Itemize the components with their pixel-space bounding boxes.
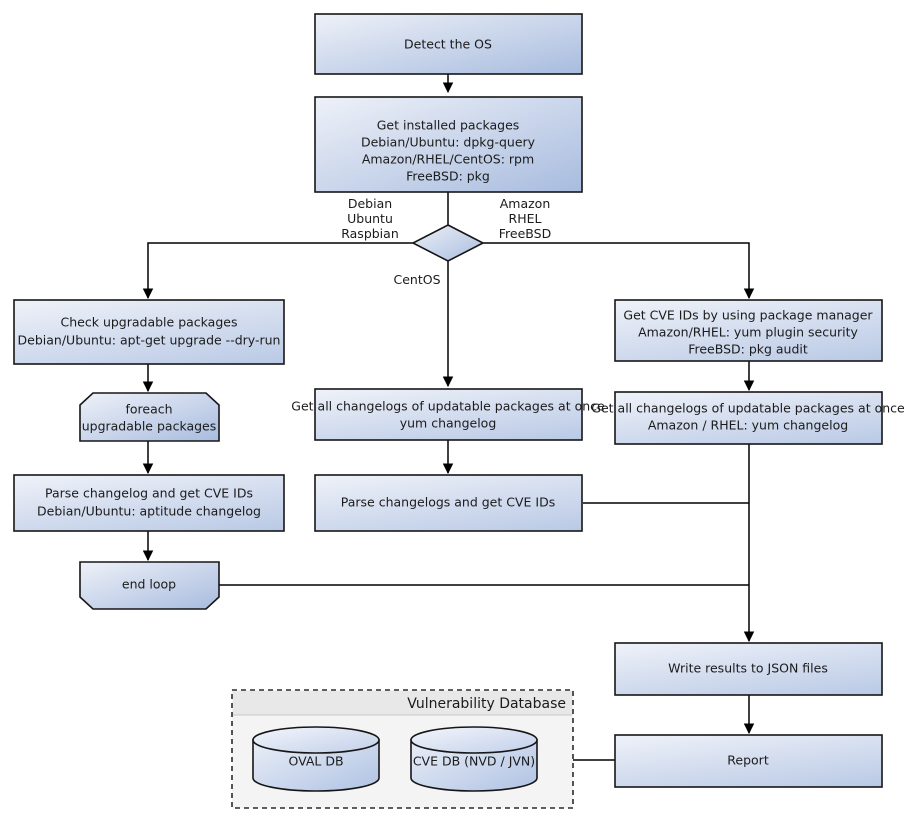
node-parse-changelog-left-line-1: Parse changelog and get CVE IDs bbox=[45, 486, 253, 501]
node-write-results-shape bbox=[614, 642, 883, 696]
node-get-changelogs-center-shape bbox=[314, 388, 583, 441]
node-detect-os-label: Detect the OS bbox=[404, 37, 492, 52]
connector-decision-to-right bbox=[482, 242, 755, 300]
node-os-decision[interactable] bbox=[411, 224, 485, 262]
node-get-cve-ids-right-line-1: Get CVE IDs by using package manager bbox=[623, 308, 873, 323]
node-os-decision-shape bbox=[411, 224, 485, 262]
node-parse-changelogs-center-shape bbox=[314, 474, 583, 532]
branch-label-right-3: FreeBSD bbox=[499, 226, 551, 241]
database-oval-db[interactable]: OVAL DB bbox=[252, 726, 380, 792]
branch-label-left-3: Raspbian bbox=[341, 226, 399, 241]
node-report-label: Report bbox=[727, 753, 769, 768]
node-detect-os-shape bbox=[314, 13, 583, 75]
branch-label-center-1: CentOS bbox=[393, 272, 440, 287]
node-check-upgradable-line-1: Check upgradable packages bbox=[61, 315, 238, 330]
connector-decision-to-left bbox=[142, 242, 414, 300]
node-end-loop-shape bbox=[79, 561, 220, 610]
node-get-cve-ids-right-line-2: Amazon/RHEL: yum plugin security bbox=[638, 325, 858, 340]
branch-labels: Debian Ubuntu Raspbian Amazon RHEL FreeB… bbox=[341, 196, 551, 287]
node-get-cve-ids-right-line-3: FreeBSD: pkg audit bbox=[688, 342, 808, 357]
database-cve-db-top bbox=[410, 726, 538, 754]
node-get-installed-packages[interactable]: Get installed packages Debian/Ubuntu: dp… bbox=[314, 96, 583, 193]
node-detect-os[interactable]: Detect the OS bbox=[314, 13, 583, 75]
database-cve-db-label: CVE DB (NVD / JVN) bbox=[413, 754, 535, 769]
node-get-changelogs-right-shape bbox=[614, 391, 883, 445]
branch-label-left-1: Debian bbox=[348, 196, 392, 211]
node-parse-changelogs-center-label: Parse changelogs and get CVE IDs bbox=[341, 495, 555, 510]
branch-label-right-2: RHEL bbox=[509, 211, 542, 226]
node-check-upgradable-line-2: Debian/Ubuntu: apt-get upgrade --dry-run bbox=[18, 333, 281, 348]
branch-label-left-2: Ubuntu bbox=[347, 211, 393, 226]
database-oval-db-body bbox=[252, 739, 380, 792]
node-get-cve-ids-right[interactable]: Get CVE IDs by using package manager Ama… bbox=[614, 299, 883, 362]
node-get-installed-packages-line-4: FreeBSD: pkg bbox=[406, 169, 490, 184]
node-report-shape bbox=[614, 734, 883, 788]
node-foreach-loop-shape bbox=[79, 392, 220, 442]
group-vulnerability-database: Vulnerability Database OVAL DB CVE DB (N… bbox=[231, 689, 574, 809]
node-check-upgradable[interactable]: Check upgradable packages Debian/Ubuntu:… bbox=[13, 299, 285, 365]
database-oval-db-top bbox=[252, 726, 380, 754]
node-get-changelogs-center-line-2: yum changelog bbox=[400, 416, 497, 431]
node-check-upgradable-shape bbox=[13, 299, 285, 365]
node-parse-changelog-left-shape bbox=[13, 474, 285, 532]
node-report[interactable]: Report bbox=[614, 734, 883, 788]
node-end-loop-label: end loop bbox=[122, 577, 176, 592]
node-get-cve-ids-right-shape bbox=[614, 299, 883, 362]
node-get-changelogs-right[interactable]: Get all changelogs of updatable packages… bbox=[591, 391, 905, 445]
group-vulnerability-database-title: Vulnerability Database bbox=[407, 696, 566, 712]
connectors bbox=[142, 74, 755, 761]
node-get-changelogs-right-line-2: Amazon / RHEL: yum changelog bbox=[648, 418, 848, 433]
node-get-installed-packages-line-1: Get installed packages bbox=[377, 118, 520, 133]
node-write-results-label: Write results to JSON files bbox=[668, 661, 828, 676]
node-get-changelogs-center[interactable]: Get all changelogs of updatable packages… bbox=[291, 388, 605, 441]
node-write-results[interactable]: Write results to JSON files bbox=[614, 642, 883, 696]
database-cve-db-body bbox=[410, 739, 538, 792]
node-end-loop[interactable]: end loop bbox=[79, 561, 220, 610]
node-foreach-loop-line-1: foreach bbox=[125, 402, 172, 417]
node-foreach-loop-line-2: upgradable packages bbox=[82, 419, 217, 434]
database-cve-db[interactable]: CVE DB (NVD / JVN) bbox=[410, 726, 538, 792]
node-get-changelogs-center-line-1: Get all changelogs of updatable packages… bbox=[291, 399, 605, 414]
node-get-installed-packages-shape bbox=[314, 96, 583, 193]
node-get-installed-packages-line-3: Amazon/RHEL/CentOS: rpm bbox=[362, 152, 534, 167]
node-get-changelogs-right-line-1: Get all changelogs of updatable packages… bbox=[591, 401, 905, 416]
node-parse-changelogs-center[interactable]: Parse changelogs and get CVE IDs bbox=[314, 474, 583, 532]
node-foreach-loop[interactable]: foreach upgradable packages bbox=[79, 392, 220, 442]
branch-label-right-1: Amazon bbox=[500, 196, 551, 211]
database-oval-db-label: OVAL DB bbox=[288, 754, 343, 769]
group-vulnerability-database-header bbox=[233, 691, 572, 715]
node-parse-changelog-left[interactable]: Parse changelog and get CVE IDs Debian/U… bbox=[13, 474, 285, 532]
node-parse-changelog-left-line-2: Debian/Ubuntu: aptitude changelog bbox=[37, 504, 261, 519]
node-get-installed-packages-line-2: Debian/Ubuntu: dpkg-query bbox=[361, 135, 536, 150]
